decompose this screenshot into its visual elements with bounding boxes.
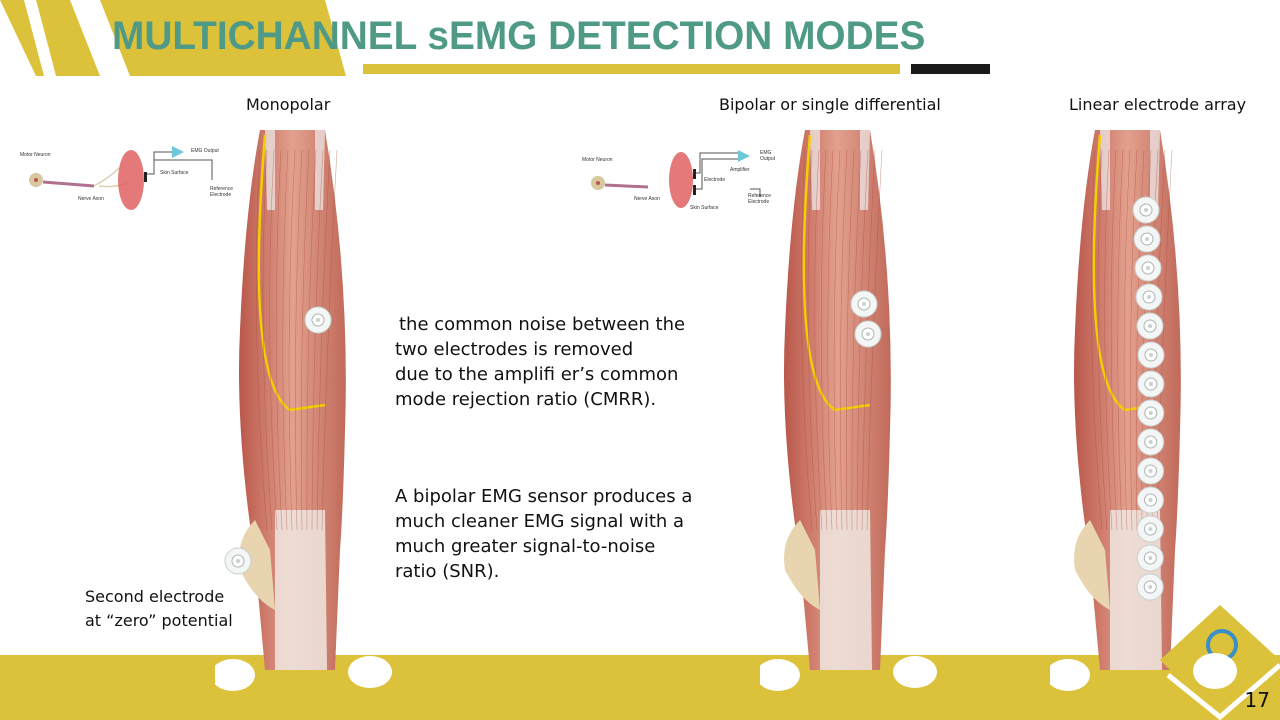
electrode-icon	[304, 306, 332, 334]
electrode-icon	[1134, 254, 1162, 282]
electrode-icon	[1136, 515, 1164, 543]
electrode-icon	[1136, 544, 1164, 572]
text-line: much greater signal-to-noise	[395, 536, 656, 557]
diagram-label: Motor Neuron	[20, 152, 51, 158]
electrode-icon	[1137, 341, 1165, 369]
electrode-icon	[224, 547, 252, 575]
label-bipolar: Bipolar or single differential	[719, 95, 941, 114]
cmrr-text: the common noise between the two electro…	[395, 312, 685, 412]
diagram-label: Amplifier	[730, 167, 750, 173]
text-line: due to the amplifi er’s common	[395, 364, 679, 385]
foot-oval	[1050, 659, 1090, 691]
linear-array-muscle	[1050, 130, 1227, 691]
electrode-icon	[1132, 196, 1160, 224]
title-underline	[363, 64, 900, 74]
electrode-icon	[1133, 225, 1161, 253]
bipolar-muscle	[760, 130, 937, 691]
electrode-icon	[1135, 283, 1163, 311]
diagram-label: Electrode	[704, 177, 726, 183]
diagram-label: EMG Output	[191, 148, 219, 154]
diagram-label: Reference Electrode	[210, 186, 234, 198]
diagram-label: Skin Surface	[690, 205, 719, 211]
electrode-icon	[1137, 428, 1165, 456]
monopolar-diagram: Motor Neuron Nerve Axon Skin Surface EMG…	[14, 138, 244, 218]
text-line: A bipolar EMG sensor produces a	[395, 486, 693, 507]
electrode-icon	[854, 320, 882, 348]
bipolar-diagram: Motor Neuron Nerve Axon Skin Surface Ele…	[578, 145, 778, 220]
electrode-icon	[1136, 312, 1164, 340]
text-line: Second electrode	[85, 587, 225, 606]
page-number: 17	[1244, 688, 1270, 712]
label-monopolar: Monopolar	[246, 95, 331, 114]
text-line: mode rejection ratio (CMRR).	[395, 389, 657, 410]
diagram-label: Reference Electrode	[748, 193, 772, 205]
snr-text: A bipolar EMG sensor produces a much cle…	[395, 484, 692, 584]
diagram-label: Motor Neuron	[582, 157, 613, 163]
foot-oval	[215, 659, 255, 691]
monopolar-muscle	[215, 130, 392, 691]
electrode-icon	[850, 290, 878, 318]
text-line: ratio (SNR).	[395, 561, 500, 582]
second-electrode-note: Second electrode at “zero” potential	[85, 585, 233, 633]
title-underline-dark	[911, 64, 990, 74]
text-line: the common noise between the	[399, 314, 686, 335]
foot-oval	[893, 656, 937, 688]
electrode-icon	[1137, 399, 1165, 427]
text-line: at “zero” potential	[85, 611, 233, 630]
label-linear: Linear electrode array	[1069, 95, 1247, 114]
corner-logo	[1160, 605, 1280, 720]
electrode-icon	[1137, 370, 1165, 398]
foot-oval	[760, 659, 800, 691]
diagram-label: Nerve Axon	[634, 196, 660, 202]
text-line: two electrodes is removed	[395, 339, 634, 360]
electrode-icon	[1137, 457, 1165, 485]
text-line: much cleaner EMG signal with a	[395, 511, 685, 532]
diagram-label: Nerve Axon	[78, 196, 104, 202]
diagram-label: Skin Surface	[160, 170, 189, 176]
slide-title: MULTICHANNEL sEMG DETECTION MODES	[112, 14, 926, 58]
header-decoration	[0, 0, 990, 76]
electrode-icon	[1137, 486, 1164, 514]
electrode-icon	[1136, 573, 1164, 601]
diagram-label: EMG Output	[760, 150, 776, 162]
foot-oval	[348, 656, 392, 688]
